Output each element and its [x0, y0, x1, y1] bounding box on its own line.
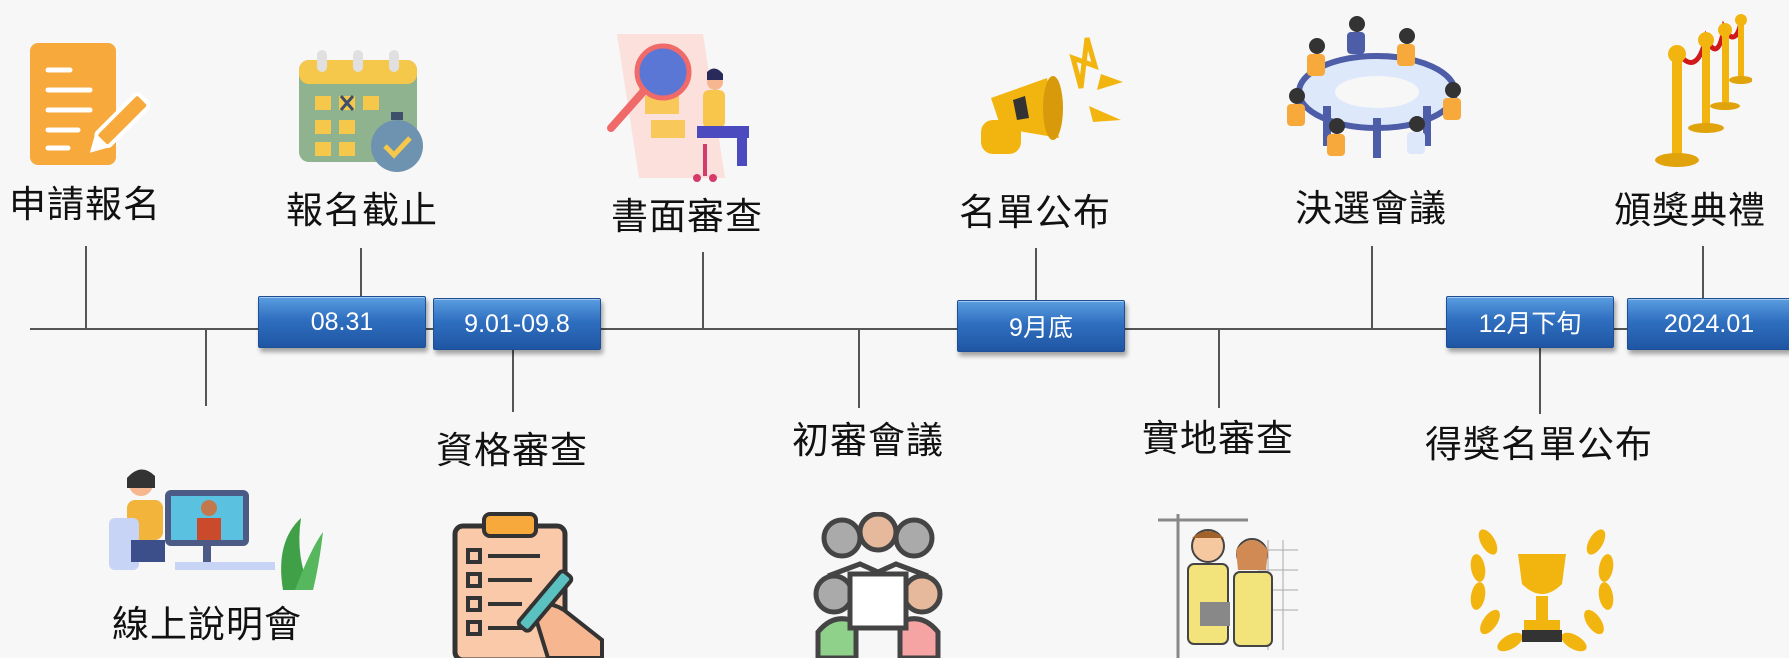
tick-qualify: [512, 346, 514, 412]
date-ceremony: 2024.01: [1627, 298, 1789, 350]
group-meeting-icon: [808, 512, 948, 658]
tick-winners: [1539, 344, 1541, 414]
calendar-icon: [297, 48, 427, 176]
clipboard-checklist-icon: [452, 510, 607, 658]
tick-site: [1218, 328, 1220, 408]
label-document: 書面審查: [611, 195, 763, 238]
tick-apply: [85, 246, 87, 328]
date-announce: 9月底: [957, 300, 1125, 352]
label-site: 實地審查: [1142, 417, 1294, 460]
label-deadline: 報名截止: [286, 189, 438, 232]
tick-first-meeting: [858, 328, 860, 408]
label-briefing: 線上說明會: [112, 603, 302, 646]
tick-final-meeting: [1371, 246, 1373, 328]
tick-announce: [1035, 248, 1037, 300]
stanchion-icon: [1650, 10, 1752, 168]
document-pen-icon: [28, 40, 153, 170]
tick-document: [702, 252, 704, 330]
label-ceremony: 頒獎典禮: [1614, 189, 1766, 232]
label-announce: 名單公布: [959, 191, 1111, 234]
label-final-meeting: 決選會議: [1295, 187, 1447, 230]
timeline-axis: [30, 328, 1789, 330]
date-deadline: 08.31: [258, 296, 426, 348]
site-inspectors-icon: [1148, 510, 1300, 658]
date-winners: 12月下旬: [1446, 296, 1614, 348]
date-qualify: 9.01-09.8: [433, 298, 601, 350]
tick-deadline: [360, 248, 362, 296]
magnifier-review-icon: [605, 32, 760, 184]
label-first-meeting: 初審會議: [792, 419, 944, 462]
tick-briefing: [205, 328, 207, 406]
megaphone-icon: [977, 28, 1127, 156]
label-winners: 得獎名單公布: [1425, 423, 1653, 466]
video-call-icon: [105, 462, 325, 590]
tick-ceremony: [1702, 246, 1704, 298]
label-apply: 申請報名: [9, 183, 161, 226]
conference-table-icon: [1277, 6, 1469, 164]
trophy-laurel-icon: [1462, 512, 1622, 658]
label-qualify: 資格審查: [436, 429, 588, 472]
